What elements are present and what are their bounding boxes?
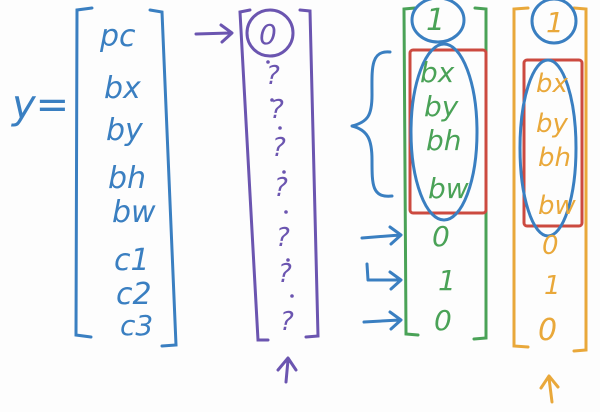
y-entry-c2: c2 <box>116 277 152 312</box>
no-object-dontcare-3: ? <box>272 133 286 163</box>
y-entry-c1: c1 <box>114 243 150 278</box>
orange-entry-by: by <box>536 109 569 139</box>
no-object-dot <box>282 170 286 174</box>
no-object-dontcare-4: ? <box>274 173 288 203</box>
green-entry-bw: bw <box>428 172 469 205</box>
y-entry-c3: c3 <box>120 309 153 342</box>
orange-box-highlight-blue <box>518 58 578 238</box>
y-vector-right-bracket <box>148 8 178 348</box>
arrow-up-icon <box>276 356 298 384</box>
arrow-to-class-2-icon <box>365 262 403 291</box>
y-entry-bx: bx <box>104 71 141 106</box>
no-object-dot <box>266 60 270 64</box>
green-class-2: 1 <box>438 264 456 297</box>
orange-vector-group <box>512 6 588 353</box>
no-object-left-bracket <box>238 8 270 342</box>
orange-class-2: 1 <box>544 271 561 301</box>
orange-pc-value: 1 <box>546 6 564 39</box>
arrow-to-pc-icon <box>194 23 234 44</box>
orange-entry-bh: bh <box>538 143 571 173</box>
orange-entry-bw: bw <box>538 191 577 221</box>
no-object-dontcare-1: ? <box>266 61 280 91</box>
green-left-bracket <box>402 6 420 337</box>
green-class-3: 0 <box>434 304 452 337</box>
orange-entry-bx: bx <box>536 69 569 99</box>
no-object-dontcare-5: ? <box>276 223 290 253</box>
green-pc-value: 1 <box>426 3 445 38</box>
y-vector-left-bracket <box>74 6 94 339</box>
green-pc-circle <box>410 0 466 44</box>
no-object-pc-circle <box>245 8 295 58</box>
no-object-dot <box>278 126 282 130</box>
green-entry-bh: bh <box>426 124 462 157</box>
orange-class-1: 0 <box>542 231 559 261</box>
orange-right-bracket <box>572 6 588 353</box>
y-vector-group <box>74 6 178 348</box>
no-object-dot <box>286 258 290 262</box>
y-entry-bh: bh <box>108 161 146 196</box>
no-object-dot <box>290 294 294 298</box>
y-entry-pc: pc <box>99 19 136 54</box>
no-object-dontcare-7: ? <box>280 307 294 337</box>
no-object-pc-value: 0 <box>259 18 277 51</box>
no-object-dontcare-2: ? <box>270 95 284 125</box>
orange-left-bracket <box>512 6 530 349</box>
green-entry-bx: bx <box>420 56 455 89</box>
y-label: y= <box>11 82 69 128</box>
no-object-vector-group <box>238 8 320 342</box>
y-entry-by: by <box>106 113 144 148</box>
orange-class-3: 0 <box>538 313 557 348</box>
no-object-right-bracket <box>298 8 320 339</box>
arrow-to-class-1-icon <box>360 225 403 246</box>
curly-brace-icon <box>350 50 394 198</box>
arrow-to-class-3-icon <box>362 310 403 331</box>
green-class-1: 0 <box>432 220 450 253</box>
green-right-bracket <box>472 6 488 341</box>
green-box-highlight-blue <box>409 42 479 222</box>
arrow-up-orange-icon <box>539 374 560 404</box>
no-object-dontcare-6: ? <box>278 259 292 289</box>
green-entry-by: by <box>424 90 459 123</box>
no-object-dot <box>284 210 288 214</box>
y-entry-bw: bw <box>112 195 156 230</box>
orange-pc-circle <box>530 0 578 45</box>
no-object-dots <box>266 60 294 298</box>
no-object-dot <box>270 98 274 102</box>
